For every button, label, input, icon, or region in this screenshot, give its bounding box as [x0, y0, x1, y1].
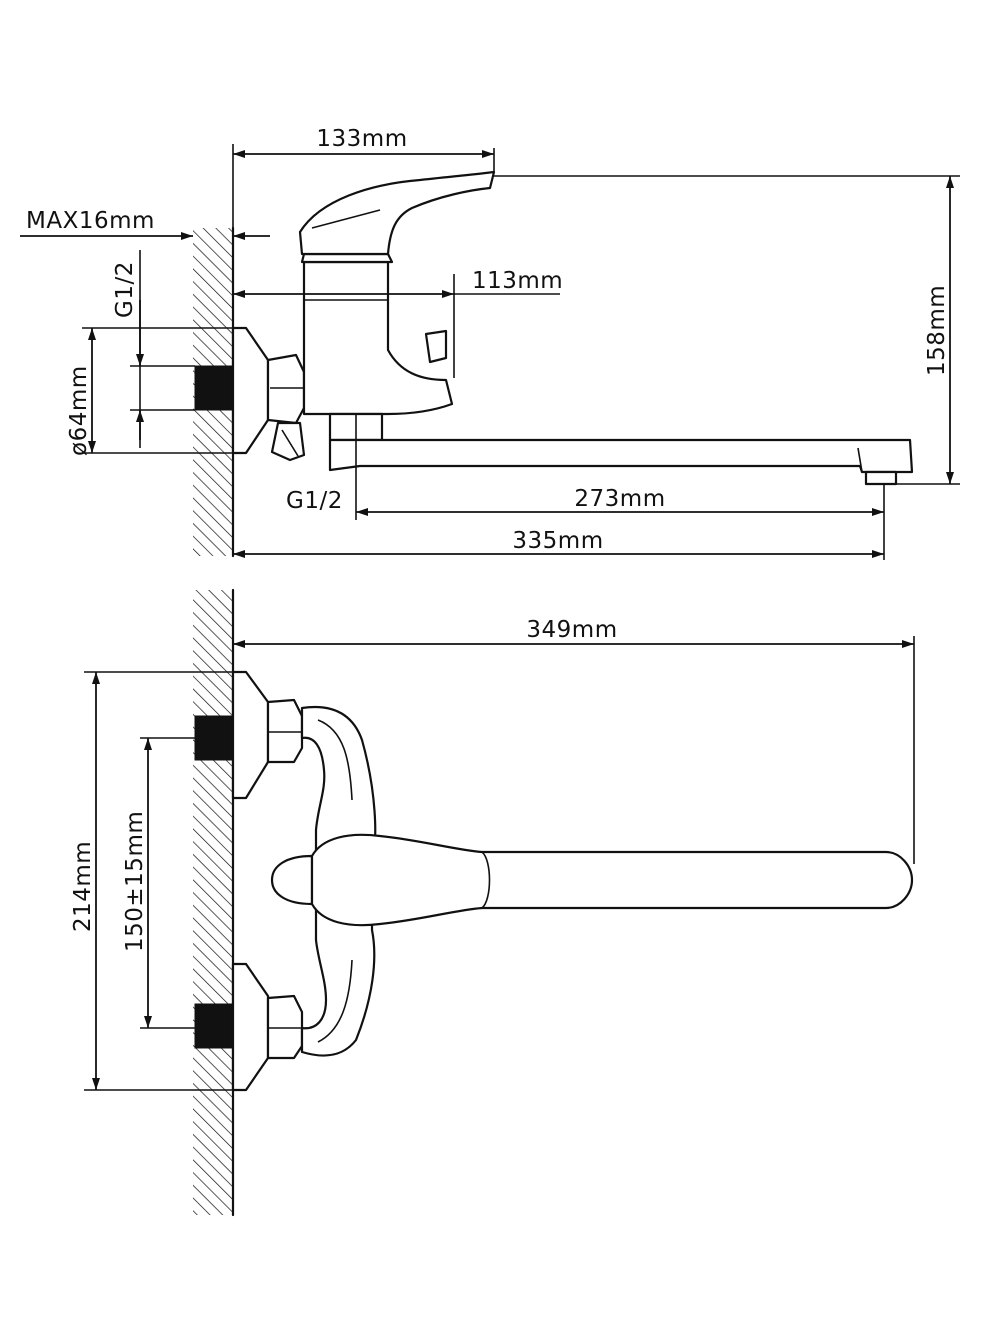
- label-113mm: 113mm: [472, 268, 563, 294]
- label-273mm: 273mm: [574, 486, 665, 512]
- label-158mm: 158mm: [924, 285, 950, 376]
- dim-113: 113mm: [233, 268, 563, 378]
- spout-side: [328, 438, 914, 474]
- dim-133: 133mm: [232, 126, 495, 228]
- lever-handle-side: [298, 170, 496, 256]
- label-214mm: 214mm: [70, 841, 96, 932]
- label-349mm: 349mm: [526, 617, 617, 643]
- cartridge-nub: [270, 854, 314, 906]
- side-elevation-view: 133mm MAX16mm G1/2 ø64mm: [20, 126, 960, 560]
- lever-handle-plan: [310, 833, 914, 927]
- label-133mm: 133mm: [316, 126, 407, 152]
- dim-335: 335mm: [233, 528, 884, 558]
- flange-upper: [231, 670, 270, 800]
- aerator: [864, 470, 898, 486]
- dim-g12-left: G1/2: [112, 250, 195, 448]
- inlet-pipe-upper: [194, 715, 234, 761]
- inlet-pipe-top: [194, 365, 234, 411]
- wall-flange-top: [231, 326, 270, 455]
- dim-158: 158mm: [494, 175, 960, 485]
- dim-349: 349mm: [233, 617, 915, 864]
- hex-nut-upper: [266, 698, 304, 764]
- hex-nut-lower: [266, 994, 304, 1060]
- diverter-knob: [270, 421, 306, 462]
- flange-lower: [231, 962, 270, 1092]
- label-max16mm: MAX16mm: [26, 208, 155, 234]
- inlet-pipe-lower: [194, 1003, 234, 1049]
- wall-bottom: [193, 588, 235, 1217]
- diverter-tab: [424, 329, 448, 364]
- plan-view: 349mm 214mm 150±15mm: [70, 588, 915, 1217]
- label-phi64mm: ø64mm: [66, 365, 92, 456]
- label-g12-left: G1/2: [112, 261, 138, 318]
- hex-nut-top: [266, 353, 306, 425]
- label-335mm: 335mm: [512, 528, 603, 554]
- dim-273: 273mm: [356, 484, 885, 560]
- label-g12-bottom: G1/2: [286, 488, 343, 514]
- dim-g12-bottom: G1/2: [286, 440, 357, 520]
- dim-150: 150±15mm: [122, 737, 195, 1029]
- cartridge-cap: [300, 252, 394, 264]
- dim-214: 214mm: [70, 671, 233, 1091]
- label-150mm: 150±15mm: [122, 811, 148, 952]
- dim-max16: MAX16mm: [20, 208, 270, 240]
- dim-phi64: ø64mm: [66, 327, 233, 456]
